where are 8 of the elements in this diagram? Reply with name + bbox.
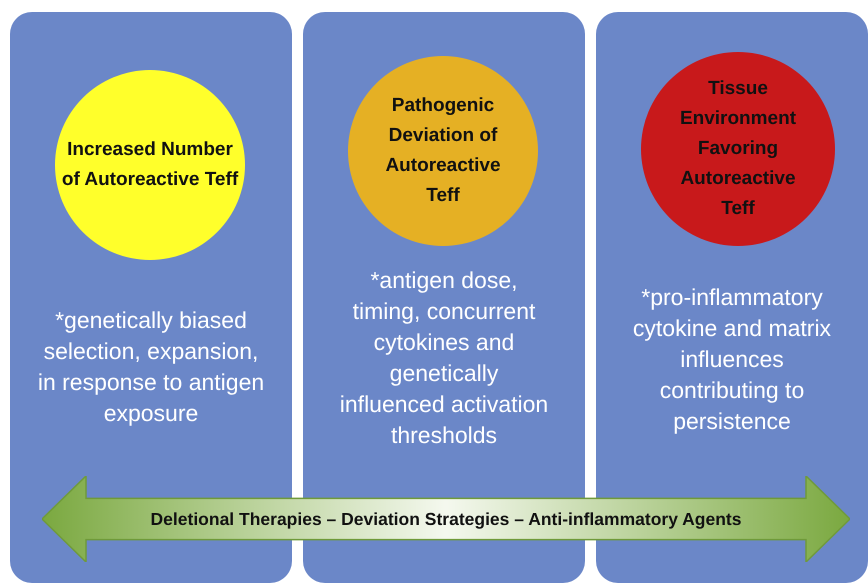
circle-title: Tissue Environment Favoring Autoreactive Teff: [678, 77, 798, 221]
description-text: *pro-inflammatory cytokine and matrix influences contributing to persistence: [632, 283, 832, 436]
description-text: *genetically biased selection, expansion, in response to antigen exposure: [36, 306, 266, 428]
double-arrow-banner: [42, 476, 850, 562]
circle-title: Pathogenic Deviation of Autoreactive Teff: [384, 94, 502, 208]
banner-text: Deletional Therapies – Deviation Strategies – Anti-inflammatory Agents: [150, 508, 742, 530]
circle-title: Increased Number of Autoreactive Teff: [61, 138, 239, 192]
description-text: *antigen dose, timing, concurrent cytokines and genetically influenced activation thresholds: [338, 266, 550, 450]
